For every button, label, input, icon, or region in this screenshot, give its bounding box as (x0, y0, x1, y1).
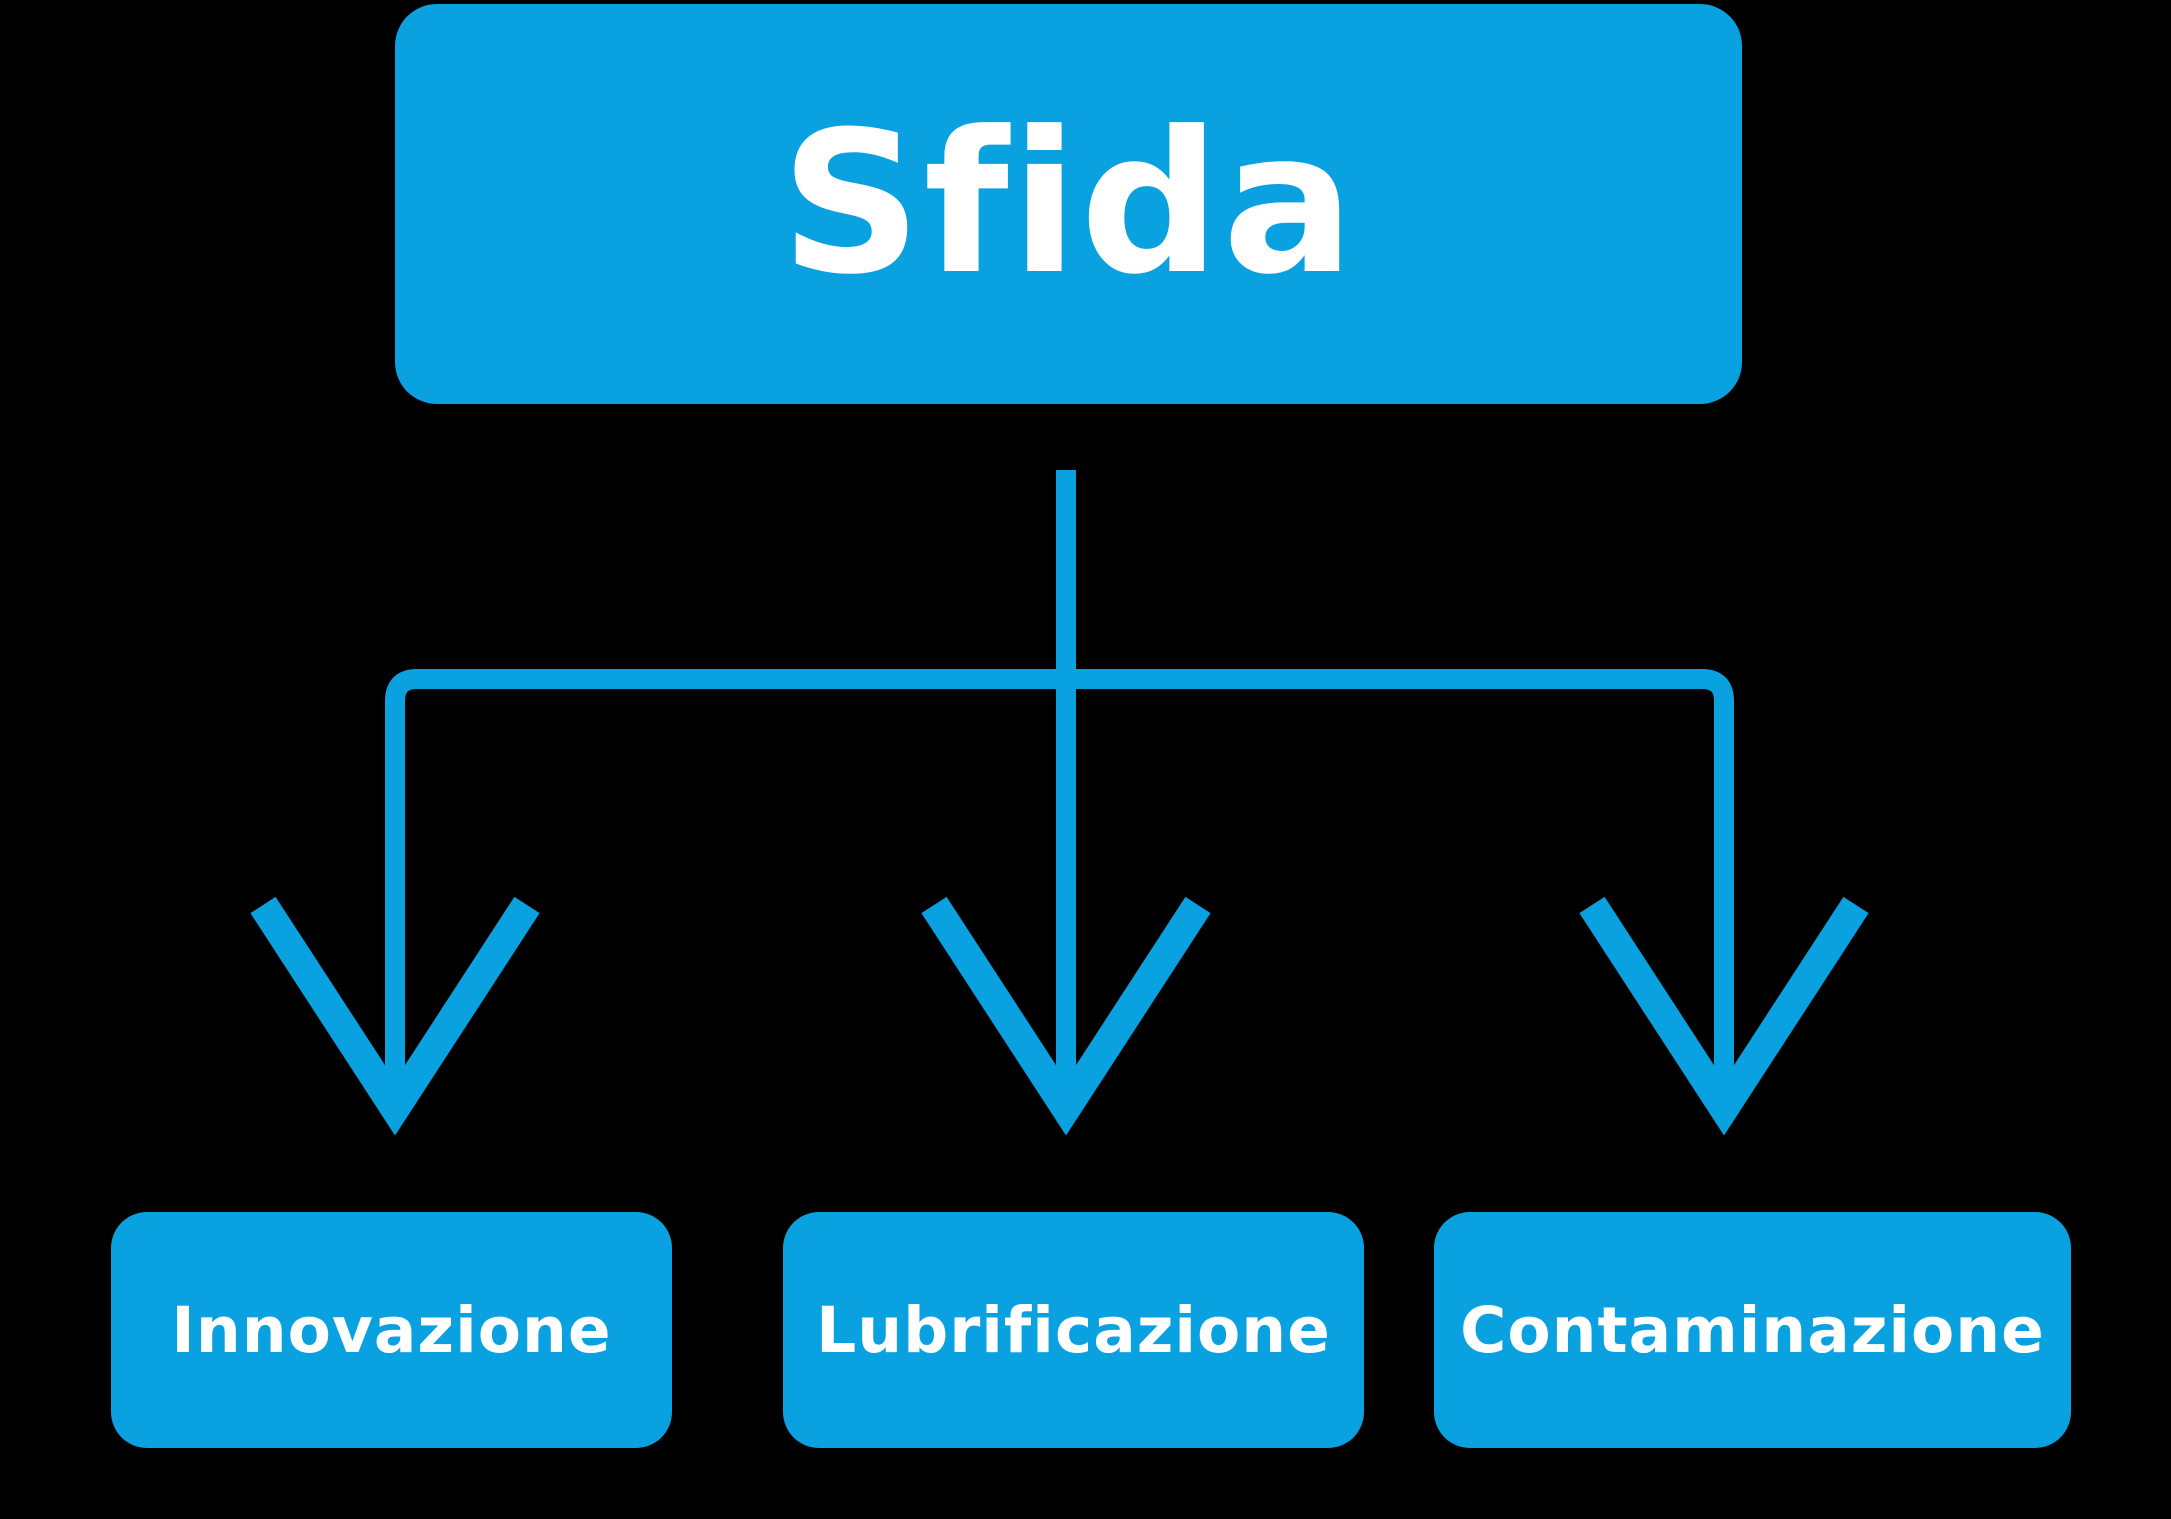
node-child-lubrificazione: Lubrificazione (783, 1212, 1364, 1448)
node-child-label: Innovazione (171, 1293, 612, 1367)
node-root: Sfida (395, 4, 1742, 404)
node-child-label: Contaminazione (1460, 1293, 2045, 1367)
arrowhead-center-icon (921, 896, 1211, 1136)
node-child-contaminazione: Contaminazione (1434, 1212, 2071, 1448)
node-child-label: Lubrificazione (816, 1293, 1331, 1367)
arrowhead-right-icon (1579, 896, 1869, 1136)
node-child-innovazione: Innovazione (111, 1212, 672, 1448)
arrowhead-left-icon (250, 896, 540, 1136)
branch-line-left-right (385, 669, 1734, 1085)
node-root-label: Sfida (780, 90, 1357, 318)
